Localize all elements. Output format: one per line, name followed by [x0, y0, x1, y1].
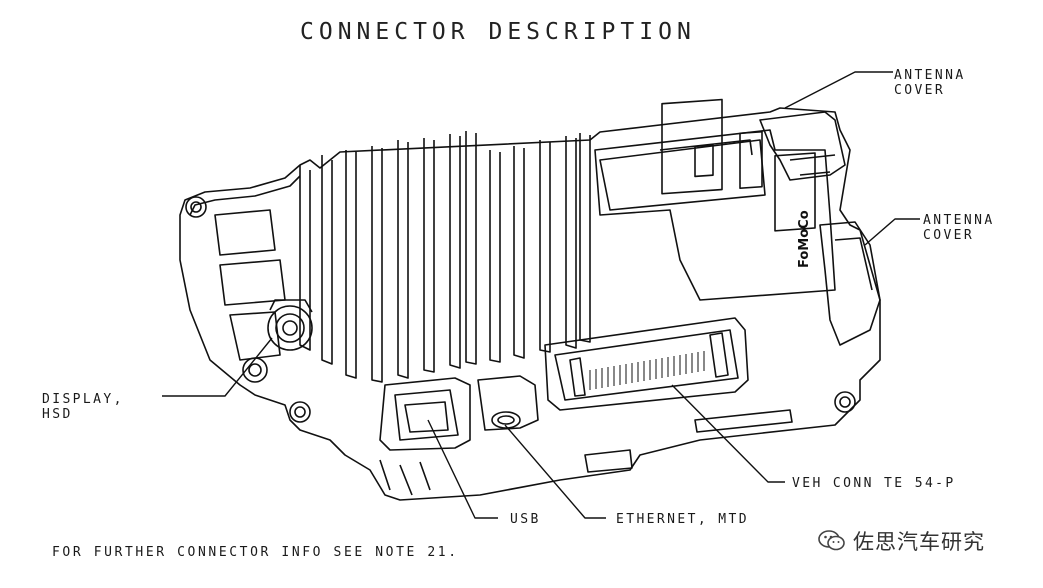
- antenna-cover-2: [819, 221, 881, 346]
- label-antenna-cover-1-line2: COVER: [894, 83, 946, 98]
- watermark-text: 佐思汽车研究: [853, 530, 985, 554]
- label-display-line1: DISPLAY,: [42, 392, 124, 407]
- veh-connector: [544, 317, 749, 411]
- label-antenna-cover-2-line1: ANTENNA: [923, 213, 995, 228]
- page-title: CONNECTOR DESCRIPTION: [300, 19, 696, 45]
- housing-outline: [179, 107, 881, 501]
- mount-hole-right: [834, 391, 856, 413]
- top-block: [594, 129, 836, 301]
- footnote: FOR FURTHER CONNECTOR INFO SEE NOTE 21.: [52, 545, 459, 560]
- antenna-cover-1: [759, 111, 846, 181]
- label-veh-conn: VEH CONN TE 54-P: [792, 476, 956, 491]
- label-antenna-cover-2-line2: COVER: [923, 228, 975, 243]
- fomoco-logo: FoMoCo: [797, 210, 812, 268]
- label-display: DISPLAY, HSD: [42, 392, 124, 422]
- ethernet-connector: [477, 375, 539, 431]
- heat-sink-fins: [299, 131, 591, 383]
- label-ethernet: ETHERNET, MTD: [616, 512, 749, 527]
- device-label: [661, 98, 723, 195]
- leader-lines: [162, 71, 920, 519]
- watermark: 佐思汽车研究: [817, 526, 985, 556]
- label-display-line2: HSD: [42, 407, 73, 422]
- label-usb: USB: [510, 512, 541, 527]
- label-antenna-cover-2: ANTENNA COVER: [923, 213, 995, 243]
- label-antenna-cover-1: ANTENNA COVER: [894, 68, 966, 98]
- mount-hole-bottom-left: [289, 401, 311, 423]
- label-antenna-cover-1-line1: ANTENNA: [894, 68, 966, 83]
- wechat-icon: [818, 530, 845, 551]
- display-hsd-connector: [267, 305, 313, 351]
- usb-connector: [379, 377, 471, 451]
- mount-boss-top: [185, 196, 207, 218]
